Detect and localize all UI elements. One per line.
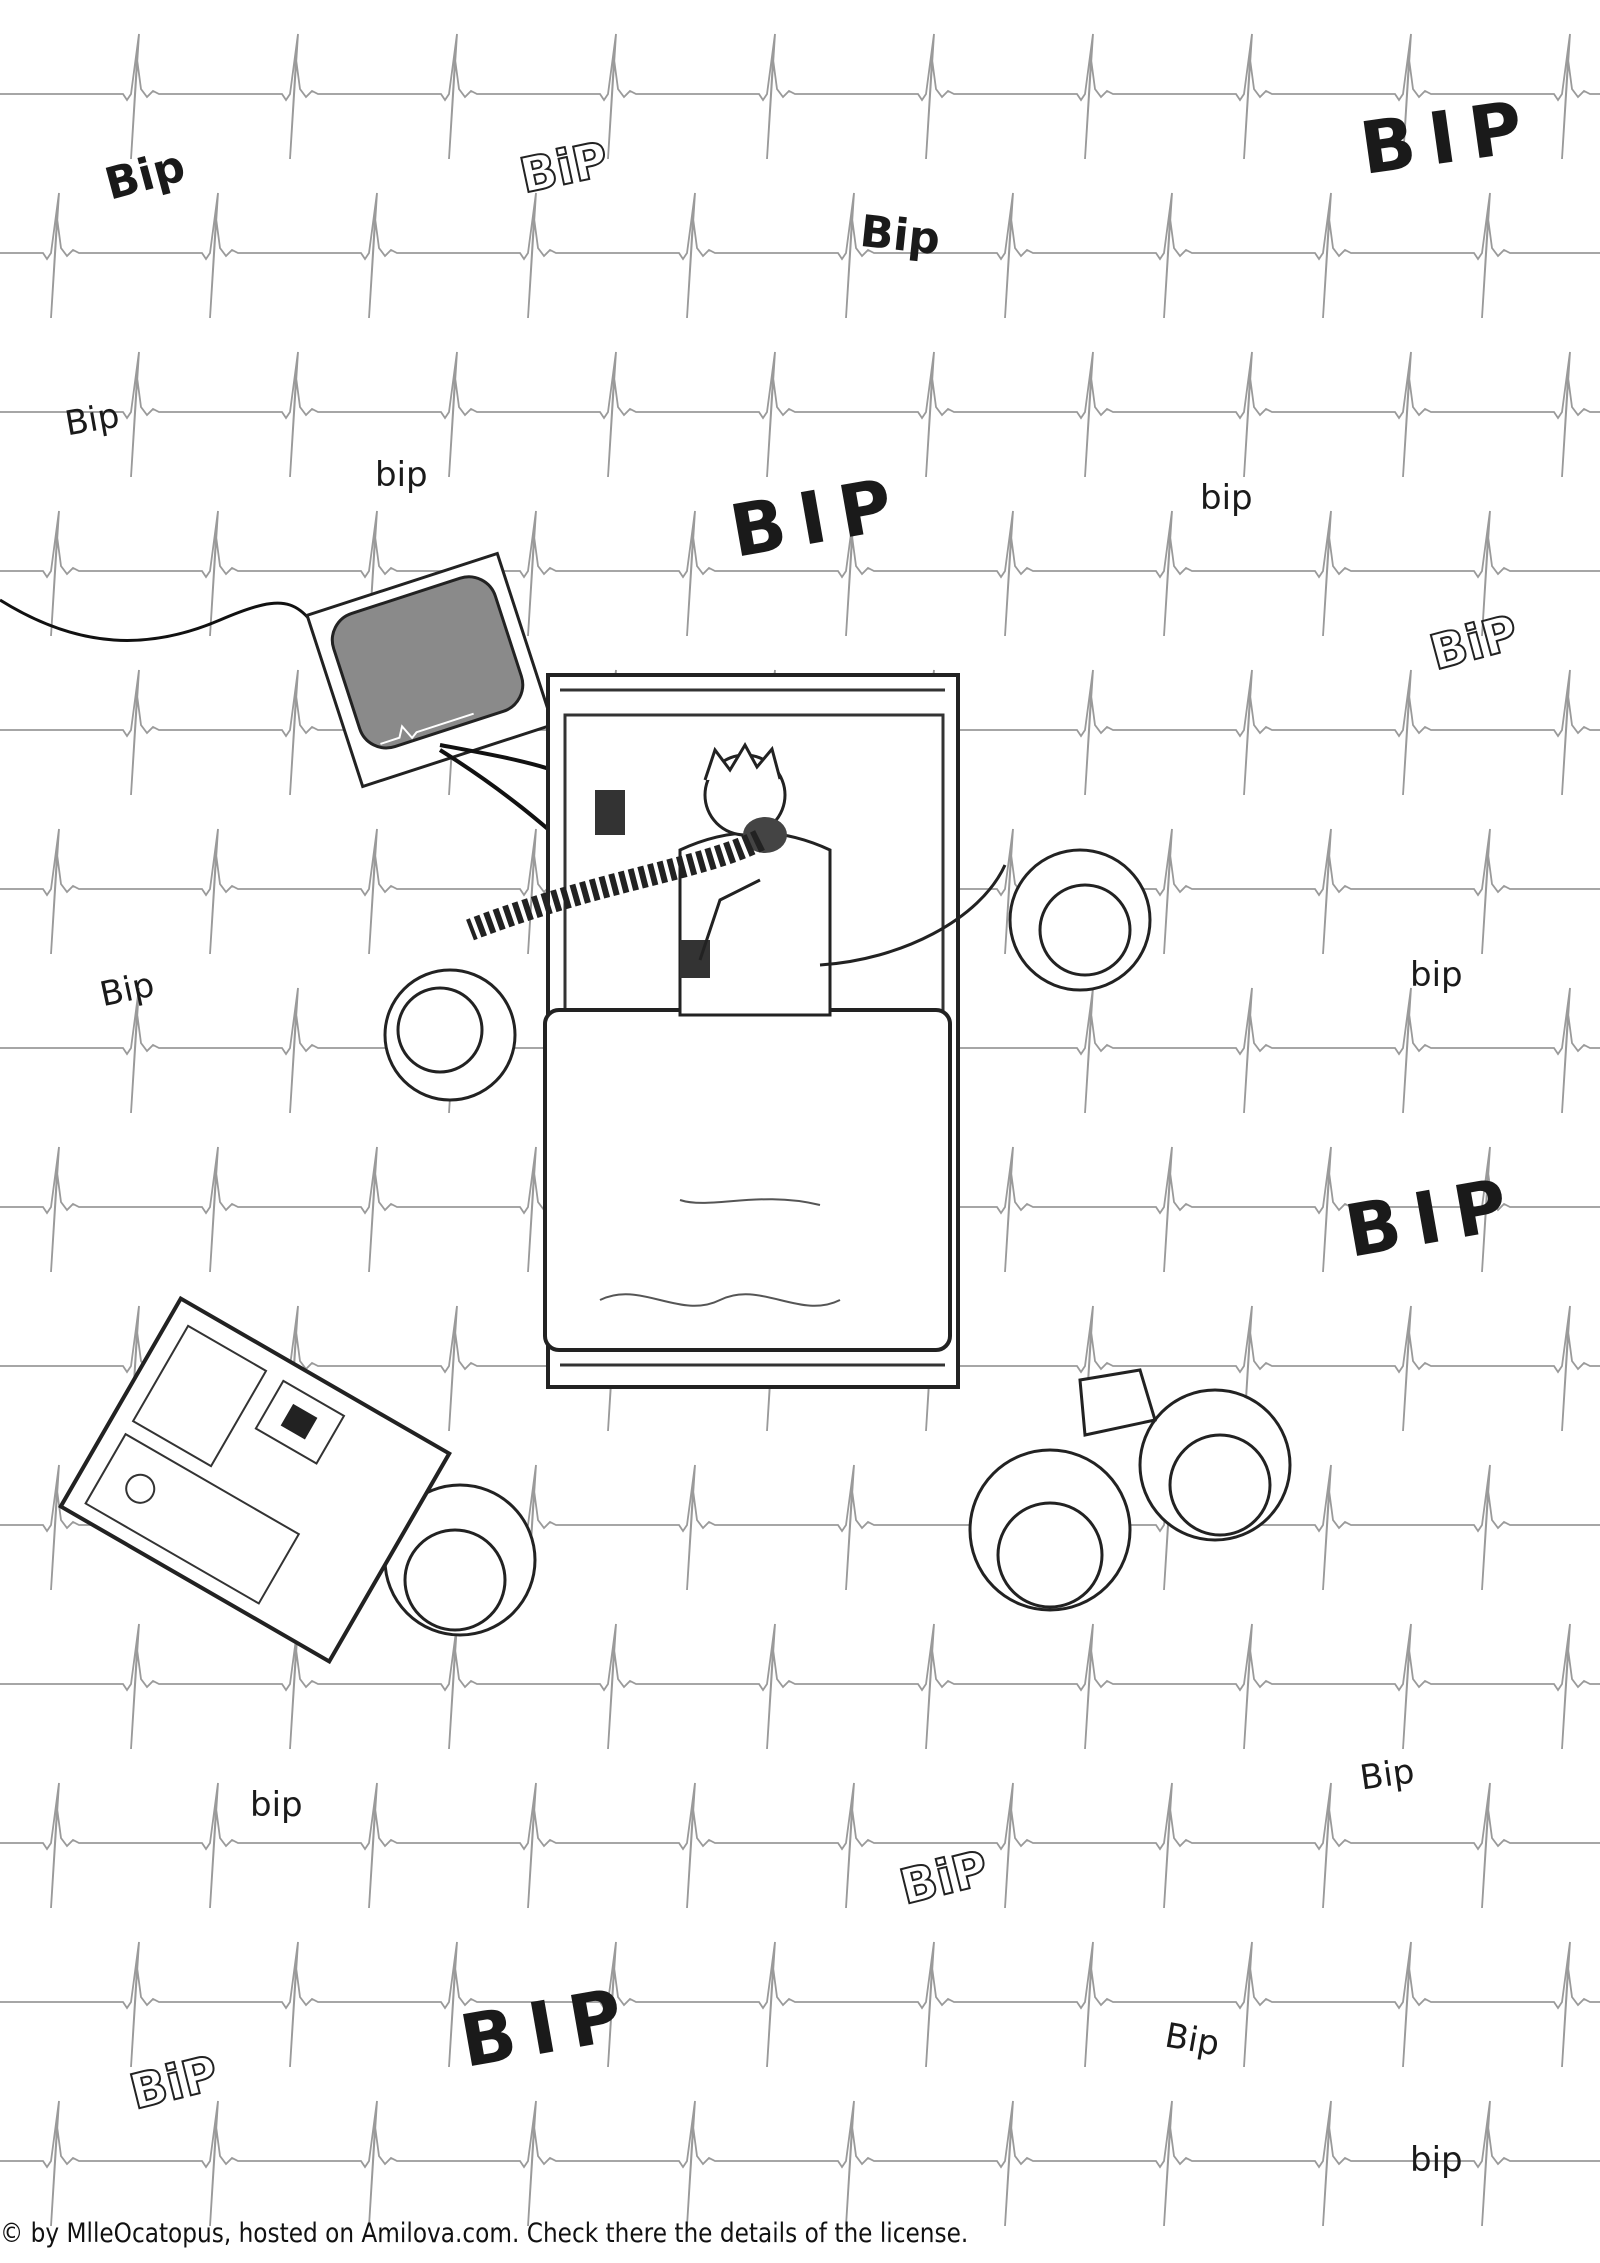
patient: [678, 741, 832, 1017]
ecg-trace-row: [0, 2100, 1600, 2227]
sound-effect-bip: bip: [1200, 478, 1253, 518]
sound-effect-bip: bip: [375, 455, 428, 495]
ecg-trace-row: [0, 192, 1600, 319]
medical-cart: [58, 1295, 452, 1665]
copyright-credit: © by MlleOcatopus, hosted on Amilova.com…: [0, 2218, 969, 2249]
ecg-trace-row: [0, 351, 1600, 478]
heart-monitor: [305, 551, 555, 789]
sound-effect-bip: Bip: [857, 205, 943, 266]
ecg-clamp: [595, 790, 625, 835]
ventilator-tube: [466, 830, 765, 941]
ecg-trace-row: [0, 1941, 1600, 2068]
sound-effect-bip: Bip: [1357, 1751, 1417, 1799]
ecg-trace-row: [0, 1782, 1600, 1909]
ecg-trace-row: [0, 510, 1600, 637]
ecg-trace-row: [0, 1623, 1600, 1750]
ecg-trace-row: [0, 33, 1600, 160]
sound-effect-bip: bip: [1410, 955, 1463, 995]
sound-effect-bip: bip: [250, 1785, 303, 1825]
sound-effect-bip: bip: [1410, 2140, 1463, 2180]
staff-member: [383, 848, 1292, 1637]
ecg-wires: [698, 864, 1007, 967]
monitor-cable: [0, 598, 332, 651]
